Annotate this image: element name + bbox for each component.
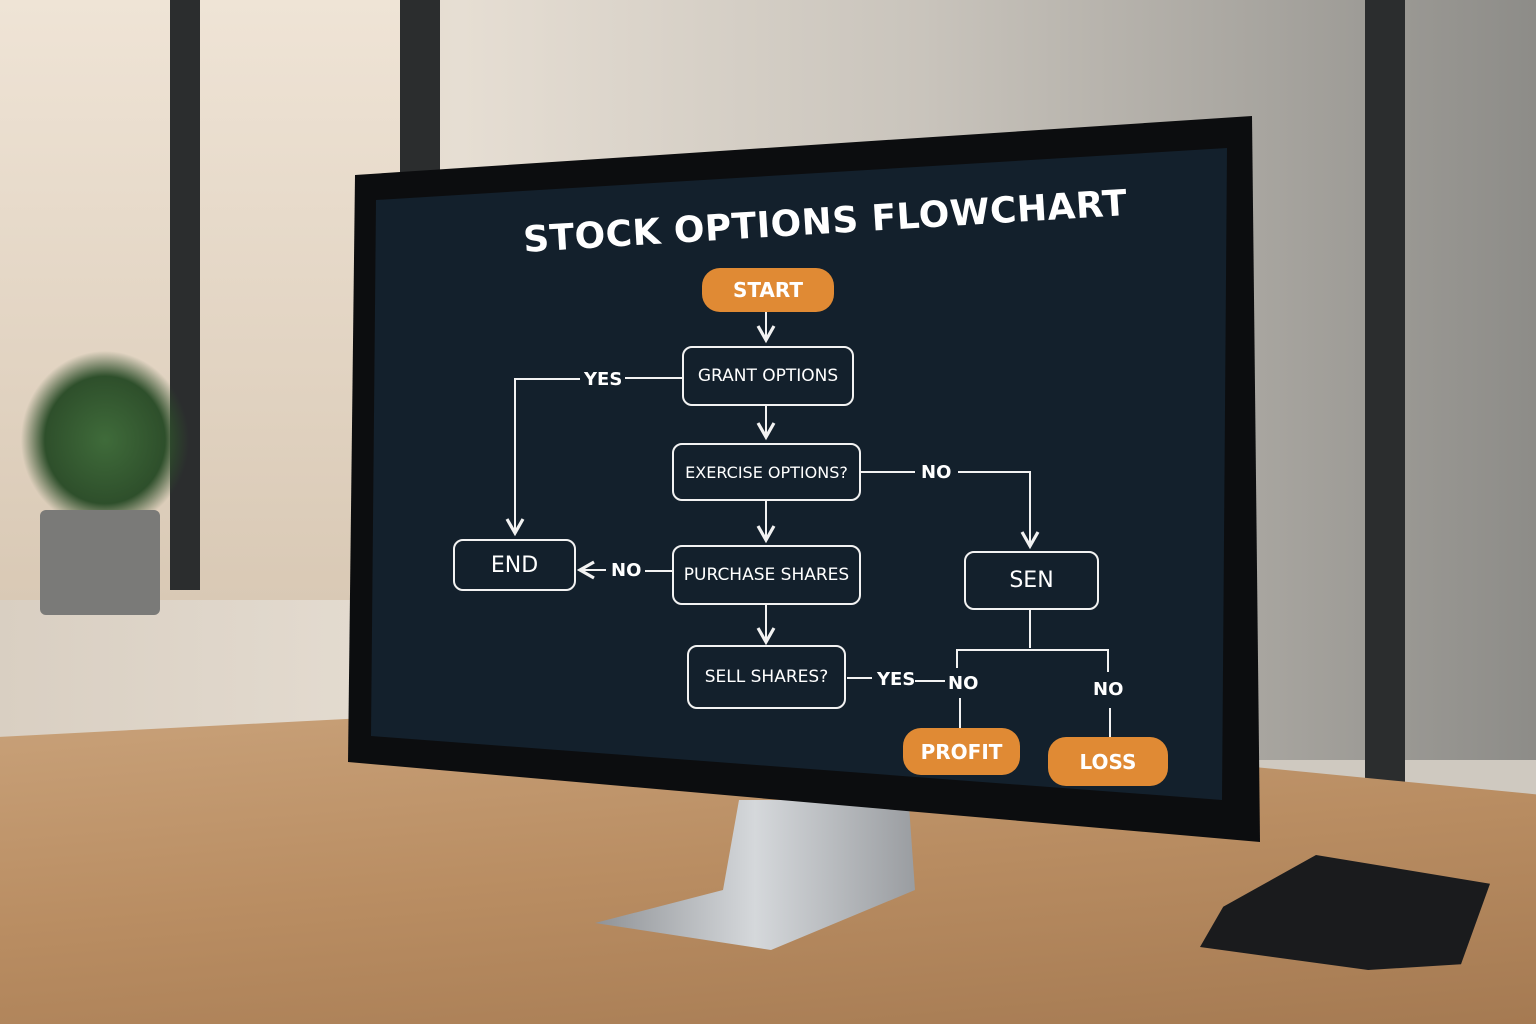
arrow-exercise-sen bbox=[861, 471, 1030, 546]
start-node: START bbox=[702, 268, 834, 312]
edge-label-no: NO bbox=[921, 462, 952, 483]
window-frame bbox=[1365, 0, 1405, 830]
purchase-shares-node: PURCHASE SHARES bbox=[672, 545, 861, 605]
line-sell-yes bbox=[847, 677, 945, 682]
edge-label-no: NO bbox=[1093, 679, 1124, 700]
edge-label-yes: YES bbox=[584, 369, 623, 390]
line-sen-branches bbox=[956, 610, 1109, 672]
edge-label-no: NO bbox=[611, 560, 642, 581]
edge-label-no: NO bbox=[948, 673, 979, 694]
grant-options-node: GRANT OPTIONS bbox=[682, 346, 854, 406]
edge-label-yes: YES bbox=[877, 669, 916, 690]
end-node: END bbox=[453, 539, 576, 591]
sen-node: SEN bbox=[964, 551, 1099, 610]
arrow-purchase-end bbox=[580, 570, 672, 571]
sell-shares-node: SELL SHARES? bbox=[687, 645, 846, 709]
plant bbox=[20, 350, 190, 530]
exercise-options-node: EXERCISE OPTIONS? bbox=[672, 443, 861, 501]
arrow-grant-end bbox=[515, 377, 682, 533]
plant-pot bbox=[40, 510, 160, 615]
profit-node: PROFIT bbox=[903, 728, 1020, 775]
loss-node: LOSS bbox=[1048, 737, 1168, 786]
